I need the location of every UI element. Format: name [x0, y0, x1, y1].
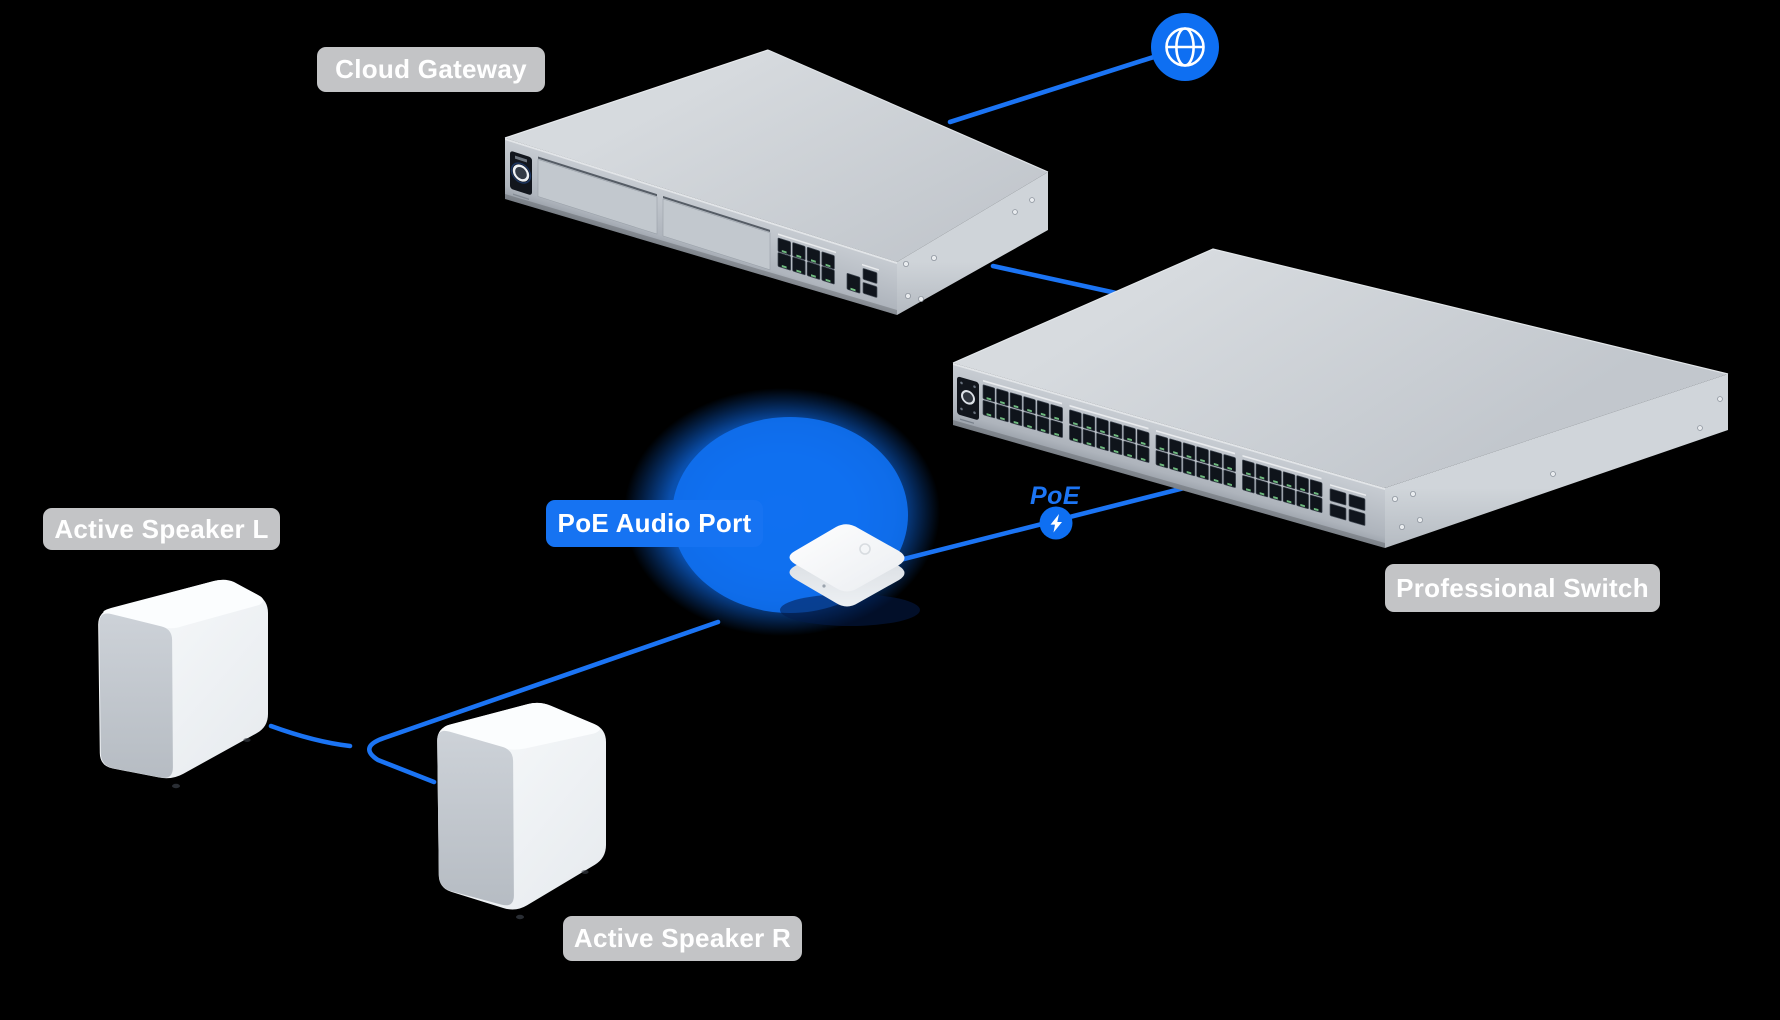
poe-device-shadow — [780, 594, 920, 626]
active-speaker-r-device — [437, 702, 606, 920]
poe-link-label: PoE — [1029, 482, 1081, 510]
poe-audio-port-device — [789, 524, 905, 607]
professional-switch-label: Professional Switch — [1385, 564, 1660, 612]
cloud-gateway-device — [504, 49, 1049, 315]
active-speaker-r-label: Active Speaker R — [563, 916, 802, 961]
active-speaker-l-device — [98, 579, 268, 789]
lightning-bolt-icon — [1039, 506, 1073, 540]
cable-poe-speakers — [367, 619, 721, 785]
speaker-fabric-grille — [99, 613, 173, 778]
gateway-front-face — [505, 138, 897, 315]
professional-switch-device — [952, 248, 1729, 549]
cable-poe-switch — [873, 481, 1203, 569]
cable-gateway-internet — [947, 44, 1188, 125]
device-logo-mark — [859, 543, 871, 555]
gateway-lan-ports — [777, 237, 835, 285]
cloud-gateway-label: Cloud Gateway — [317, 47, 545, 92]
switch-sfp-ports — [1329, 488, 1366, 526]
switch-front-face — [953, 363, 1385, 549]
poe-audio-port-label: PoE Audio Port — [546, 500, 763, 547]
globe-icon — [1151, 13, 1219, 81]
cable-speaker-l — [268, 723, 353, 749]
switch-rj45-ports — [982, 379, 1323, 513]
speaker-fabric-grille — [437, 730, 514, 906]
active-speaker-l-label: Active Speaker L — [43, 508, 280, 550]
